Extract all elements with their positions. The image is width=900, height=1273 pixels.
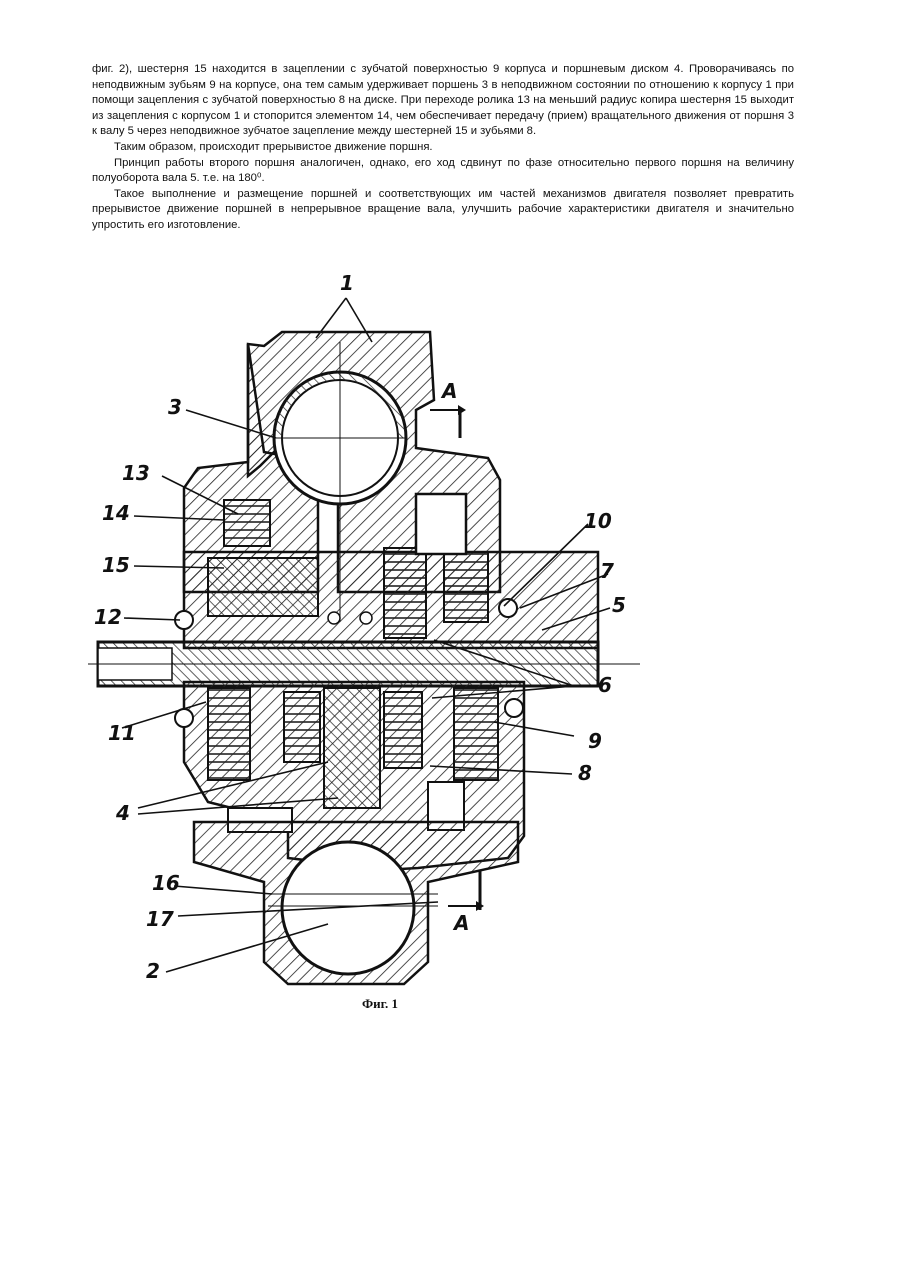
- figure-caption: Фиг. 1: [300, 996, 460, 1012]
- label-14: 14: [102, 501, 130, 525]
- paragraph-4: Такое выполнение и размещение поршней и …: [92, 187, 794, 234]
- label-13: 13: [122, 461, 150, 485]
- label-5: 5: [612, 593, 626, 617]
- label-6: 6: [598, 673, 612, 697]
- label-1: 1: [340, 271, 354, 295]
- label-10: 10: [584, 509, 612, 533]
- label-16: 16: [152, 871, 180, 895]
- paragraph-1: фиг. 2), шестерня 15 находится в зацепле…: [92, 62, 794, 140]
- label-11: 11: [108, 721, 136, 745]
- body-text: фиг. 2), шестерня 15 находится в зацепле…: [92, 62, 794, 234]
- label-3: 3: [168, 395, 182, 419]
- section-label-top: А: [440, 379, 457, 403]
- label-2: 2: [146, 959, 160, 983]
- label-7: 7: [600, 559, 614, 583]
- paragraph-3: Принцип работы второго поршня аналогичен…: [92, 156, 794, 187]
- label-17: 17: [146, 907, 174, 931]
- label-4: 4: [115, 801, 130, 825]
- section-label-bottom: А: [452, 911, 469, 935]
- lower-cylinder: [282, 842, 414, 974]
- paragraph-2: Таким образом, происходит прерывистое дв…: [92, 140, 794, 156]
- label-9: 9: [588, 729, 602, 753]
- label-15: 15: [102, 553, 130, 577]
- label-8: 8: [578, 761, 592, 785]
- engine-cross-section-drawing: 1 3 13 14 15 12 11 4 16 17 2 10 7 5 6 9 …: [88, 262, 640, 1010]
- label-12: 12: [94, 605, 122, 629]
